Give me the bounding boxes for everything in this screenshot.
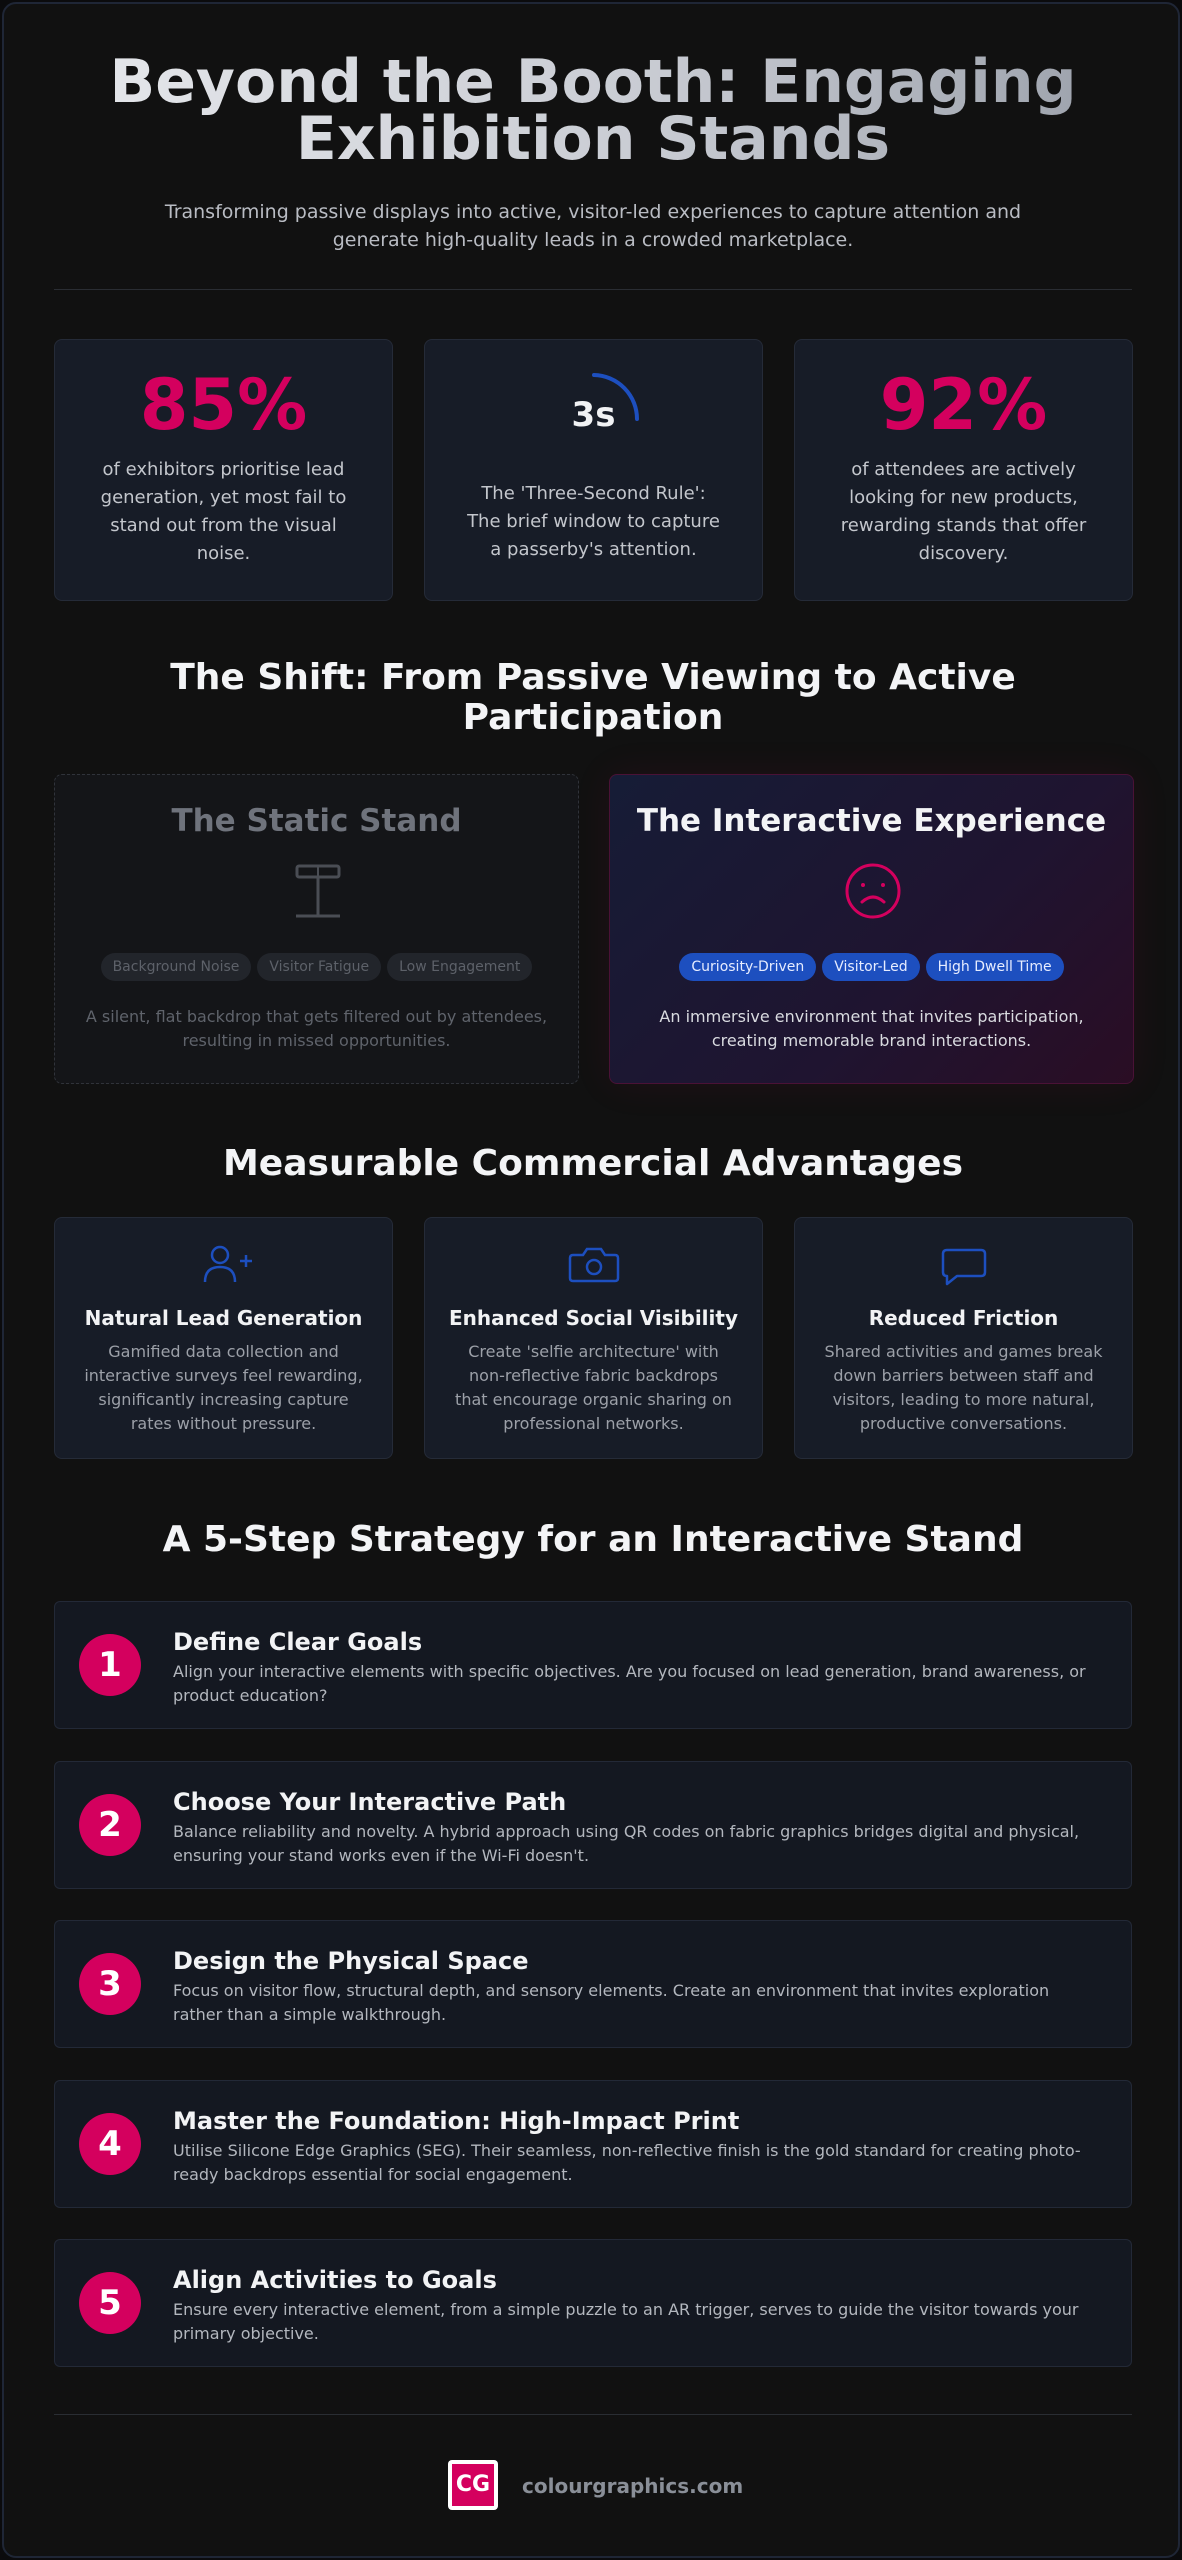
strategy-step: 4 Master the Foundation: High-Impact Pri…	[54, 2080, 1132, 2208]
interactive-experience-desc: An immersive environment that invites pa…	[659, 1007, 1084, 1050]
interactive-experience-title: The Interactive Experience	[636, 803, 1107, 839]
step-desc: Utilise Silicone Edge Graphics (SEG). Th…	[173, 2141, 1081, 2184]
step-number: 2	[79, 1794, 141, 1856]
camera-icon	[568, 1247, 620, 1283]
timer-icon	[592, 373, 639, 421]
stat-text: of attendees are actively looking for ne…	[840, 459, 1087, 564]
strategy-section-title: A 5-Step Strategy for an Interactive Sta…	[162, 1519, 1024, 1560]
tag: Background Noise	[100, 953, 252, 981]
step-title: Design the Physical Space	[173, 1947, 529, 1975]
tag: Visitor Fatigue	[257, 953, 382, 981]
interactive-tags: Curiosity-Driven Visitor-Led High Dwell …	[610, 953, 1133, 981]
step-number: 5	[79, 2272, 141, 2334]
tag: Visitor-Led	[822, 953, 920, 981]
advantage-title: Reduced Friction	[868, 1306, 1059, 1330]
strategy-step: 3 Design the Physical Space Focus on vis…	[54, 1920, 1132, 2048]
chat-bubble-icon	[941, 1248, 987, 1286]
advantage-title: Enhanced Social Visibility	[449, 1306, 738, 1330]
divider	[54, 289, 1132, 290]
advantage-title: Natural Lead Generation	[84, 1306, 363, 1330]
step-number: 4	[79, 2113, 141, 2175]
step-number: 3	[79, 1953, 141, 2015]
advantage-desc: Gamified data collection and interactive…	[84, 1342, 363, 1433]
advantage-desc: Shared activities and games break down b…	[824, 1342, 1103, 1433]
stat-card-lead-generation: 85% of exhibitors prioritise lead genera…	[54, 339, 393, 601]
static-stand-title: The Static Stand	[171, 803, 462, 839]
step-title: Align Activities to Goals	[173, 2266, 497, 2294]
page-subtitle: Transforming passive displays into activ…	[164, 201, 1022, 251]
step-title: Define Clear Goals	[173, 1628, 423, 1656]
footer-website[interactable]: colourgraphics.com	[522, 2474, 744, 2498]
interactive-experience-card: The Interactive Experience Curiosity-Dri…	[609, 774, 1134, 1084]
advantages-section-title: Measurable Commercial Advantages	[222, 1143, 964, 1184]
stat-value: 92%	[879, 364, 1048, 446]
strategy-step: 2 Choose Your Interactive Path Balance r…	[54, 1761, 1132, 1889]
step-desc: Focus on visitor flow, structural depth,…	[173, 1981, 1050, 2024]
step-number: 1	[79, 1634, 141, 1696]
stat-text: The 'Three-Second Rule': The brief windo…	[467, 483, 720, 560]
advantage-card-social-visibility: Enhanced Social Visibility Create 'selfi…	[424, 1217, 763, 1459]
stat-text: of exhibitors prioritise lead generation…	[100, 459, 347, 564]
logo-mark: CG	[452, 2464, 494, 2506]
brand-logo: CG	[448, 2460, 498, 2510]
stat-value: 85%	[139, 364, 308, 446]
hero: Beyond the Booth: Engaging Exhibition St…	[4, 52, 1182, 254]
stat-value: 3s	[571, 395, 616, 435]
divider	[54, 2414, 1132, 2415]
advantage-desc: Create 'selfie architecture' with non-re…	[455, 1342, 732, 1433]
step-desc: Ensure every interactive element, from a…	[173, 2300, 1079, 2343]
strategy-step: 5 Align Activities to Goals Ensure every…	[54, 2239, 1132, 2367]
step-title: Choose Your Interactive Path	[173, 1788, 567, 1816]
static-stand-card: The Static Stand Background Noise Visito…	[54, 774, 579, 1084]
static-stand-desc: A silent, flat backdrop that gets filter…	[85, 1007, 548, 1050]
step-desc: Align your interactive elements with spe…	[173, 1662, 1086, 1705]
strategy-step: 1 Define Clear Goals Align your interact…	[54, 1601, 1132, 1729]
smiley-icon	[845, 863, 901, 919]
stat-card-attendees: 92% of attendees are actively looking fo…	[794, 339, 1133, 601]
tag: Curiosity-Driven	[679, 953, 817, 981]
user-plus-icon	[203, 1245, 252, 1283]
static-tags: Background Noise Visitor Fatigue Low Eng…	[55, 953, 578, 981]
shift-section-title: The Shift: From Passive Viewing to Activ…	[170, 657, 1016, 738]
page-title: Beyond the Booth: Engaging Exhibition St…	[93, 52, 1093, 169]
stand-icon	[295, 864, 341, 918]
tag: High Dwell Time	[925, 953, 1064, 981]
advantage-card-reduced-friction: Reduced Friction Shared activities and g…	[794, 1217, 1133, 1459]
tag: Low Engagement	[387, 953, 533, 981]
step-desc: Balance reliability and novelty. A hybri…	[173, 1822, 1080, 1865]
advantage-card-lead-generation: Natural Lead Generation Gamified data co…	[54, 1217, 393, 1459]
step-title: Master the Foundation: High-Impact Print	[173, 2107, 740, 2135]
stat-card-three-second-rule: 3s The 'Three-Second Rule': The brief wi…	[424, 339, 763, 601]
